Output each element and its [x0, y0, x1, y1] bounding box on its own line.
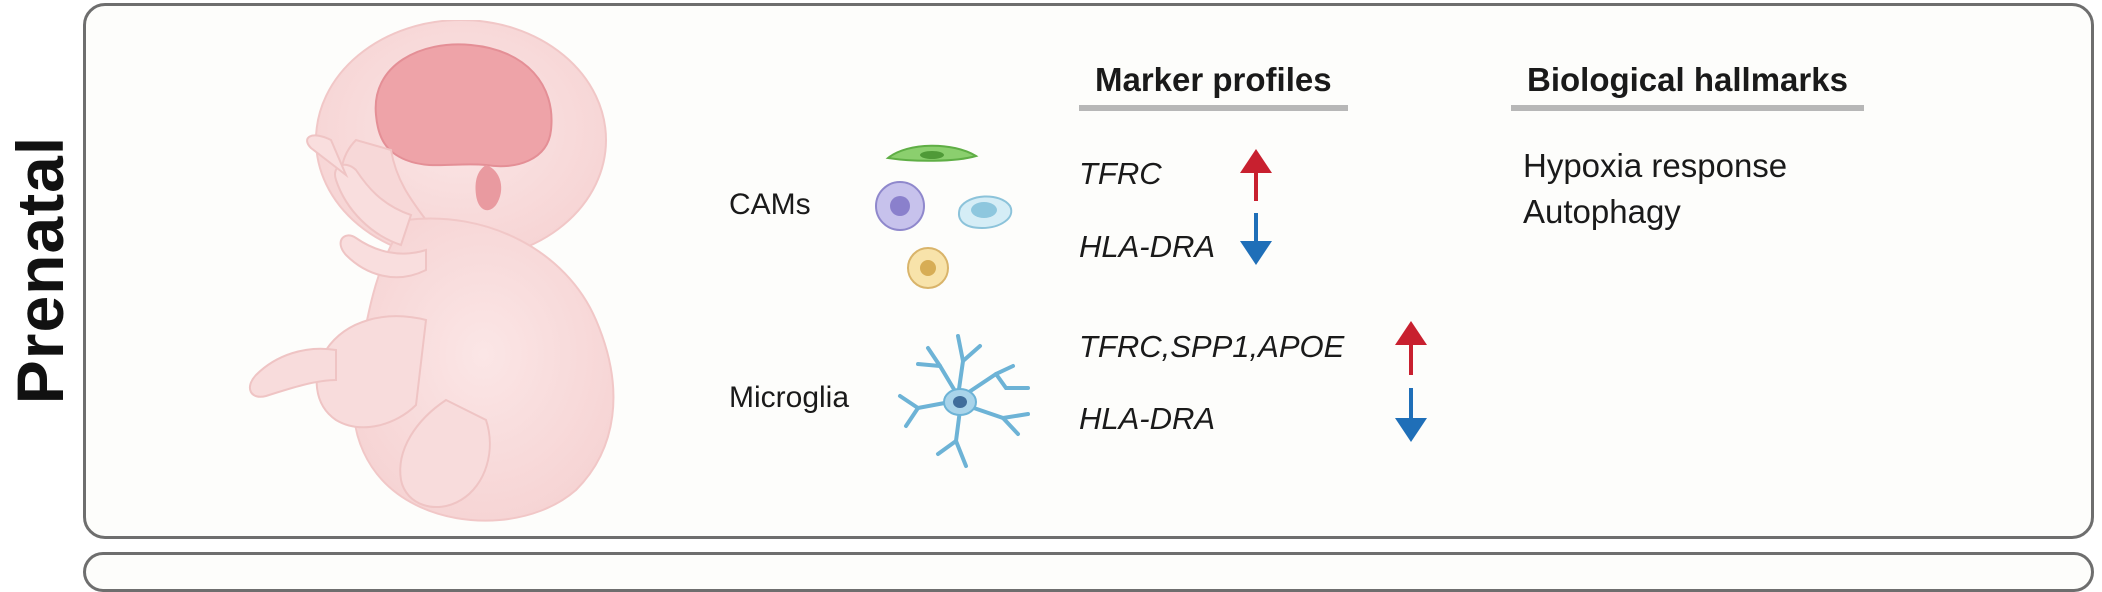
microglia-up-genes: TFRC,SPP1,APOE — [1079, 329, 1345, 364]
cell-label-cams: CAMs — [729, 188, 811, 221]
up-arrow-icon — [1240, 149, 1272, 201]
next-panel-edge — [83, 552, 2094, 592]
cams-down-genes: HLA-DRA — [1079, 229, 1216, 264]
down-arrow-icon — [1395, 388, 1427, 442]
prenatal-panel: Marker profiles Biological hallmarks CAM… — [83, 3, 2094, 539]
stage-label: Prenatal — [0, 0, 80, 540]
hallmark-item: Hypoxia response — [1523, 147, 1788, 184]
cell-label-microglia: Microglia — [729, 381, 850, 414]
cam-cells-illustration — [875, 144, 1013, 289]
hallmark-item: Autophagy — [1523, 193, 1681, 230]
up-arrow-icon — [1395, 321, 1427, 375]
biological-hallmarks-heading: Biological hallmarks — [1511, 61, 1864, 111]
marker-profiles-heading: Marker profiles — [1079, 61, 1348, 111]
microglia-down-genes: HLA-DRA — [1079, 401, 1216, 436]
microglia-cell-illustration — [898, 334, 1030, 468]
stage-label-text: Prenatal — [3, 135, 77, 405]
fetus-illustration — [248, 20, 615, 522]
cams-up-genes: TFRC — [1079, 156, 1162, 191]
down-arrow-icon — [1240, 213, 1272, 265]
